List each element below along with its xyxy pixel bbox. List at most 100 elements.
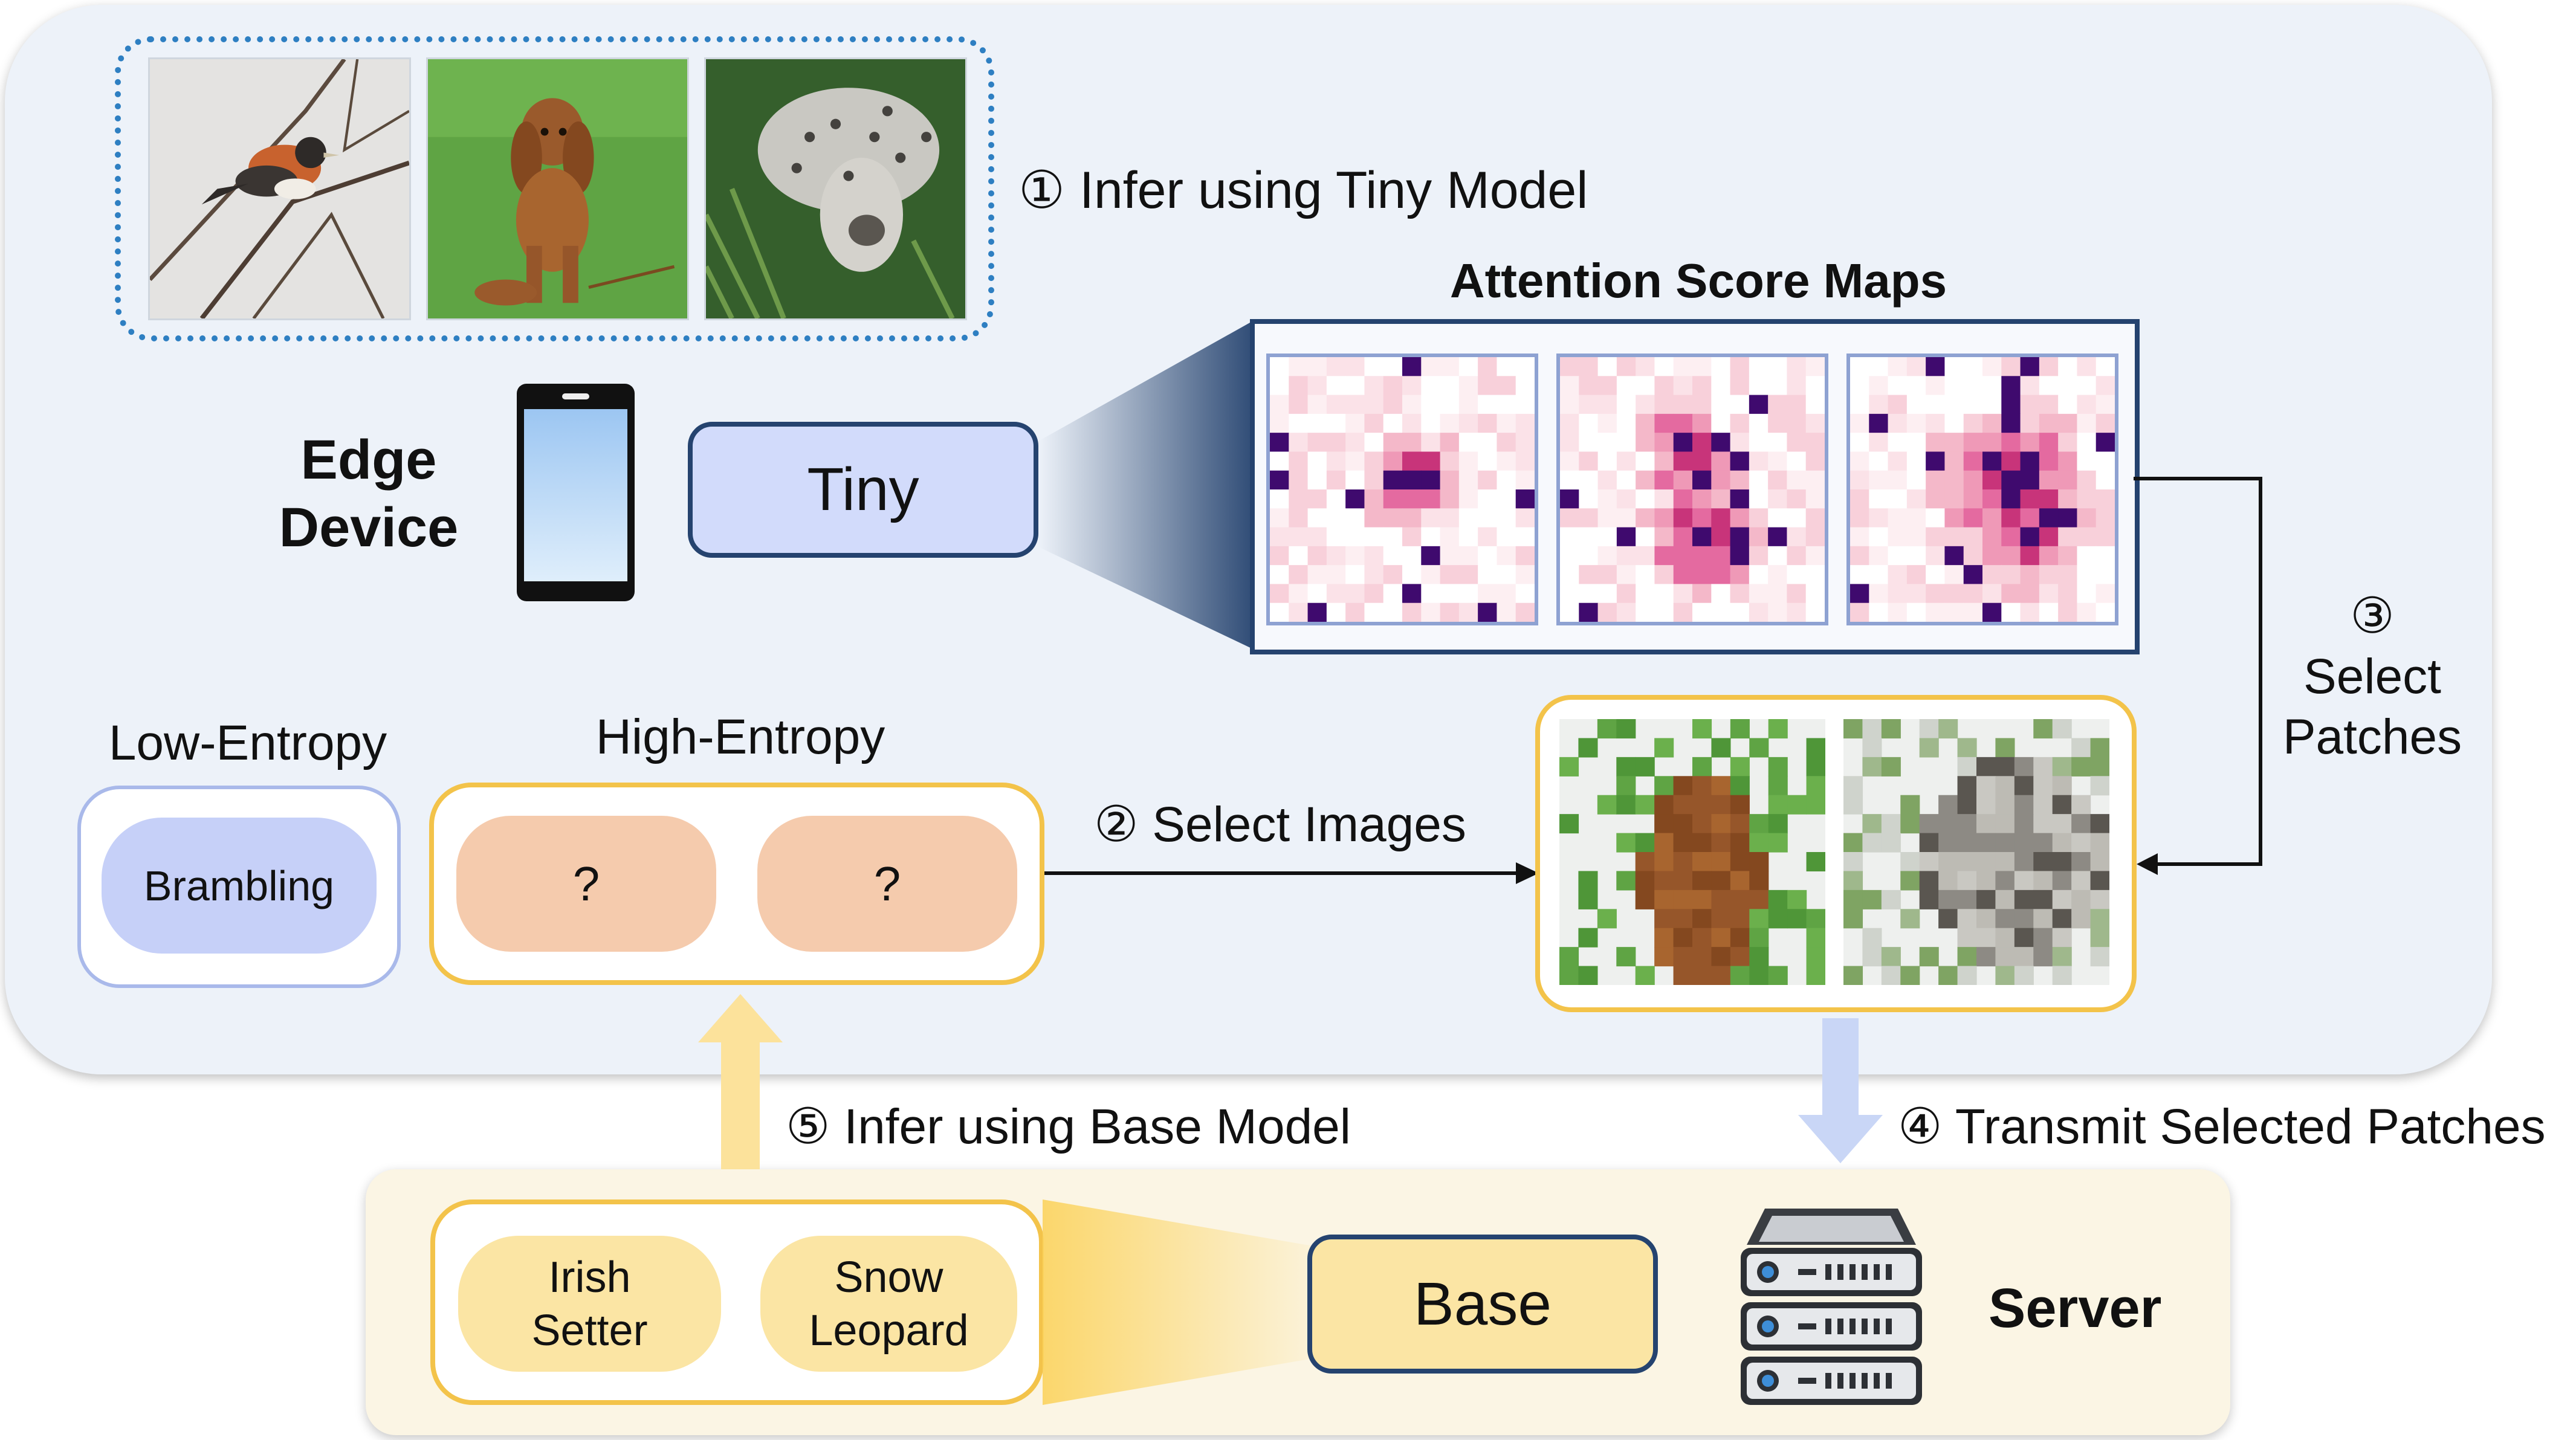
attention-cell <box>1654 584 1674 604</box>
image-patch <box>2033 852 2053 872</box>
attention-cell <box>1926 508 1946 528</box>
image-patch <box>1616 776 1636 796</box>
image-patch <box>1711 871 1731 891</box>
image-patch <box>1938 890 1958 909</box>
image-patch <box>1654 738 1674 758</box>
image-patch <box>2014 871 2034 891</box>
image-patch <box>1749 947 1769 967</box>
attention-cell <box>2077 602 2097 622</box>
image-patch <box>1976 795 1996 815</box>
attention-cell <box>1458 413 1478 433</box>
image-patch <box>1995 871 2015 891</box>
attention-cell <box>1383 433 1403 453</box>
image-patch <box>1711 928 1731 948</box>
attention-cell <box>1270 527 1289 547</box>
attention-cell <box>2077 489 2097 509</box>
attention-cell <box>2077 433 2097 453</box>
image-patch <box>1976 852 1996 872</box>
image-patch <box>1673 814 1693 834</box>
attention-cell <box>1289 489 1309 509</box>
attention-cell <box>1692 508 1712 528</box>
image-patch <box>1711 795 1731 815</box>
attention-cell <box>1478 357 1498 376</box>
image-patch <box>2033 928 2053 948</box>
attention-cell <box>1326 395 1346 415</box>
image-patch <box>2014 890 2034 909</box>
attention-cell <box>1654 546 1674 566</box>
attention-cell <box>1654 527 1674 547</box>
attention-cell <box>1673 584 1693 604</box>
image-patch <box>1635 966 1655 986</box>
image-patch <box>1843 719 1863 739</box>
attention-cell <box>1515 357 1535 376</box>
image-patch <box>1976 757 1996 777</box>
attention-cell <box>1636 357 1655 376</box>
attention-cell <box>1560 565 1579 585</box>
attention-cell <box>1944 584 1964 604</box>
attention-cell <box>1497 527 1516 547</box>
attention-cell <box>1421 584 1441 604</box>
attention-cell <box>1307 470 1327 490</box>
attention-cell <box>1579 376 1599 396</box>
image-patch <box>1711 776 1731 796</box>
attention-cell <box>1478 584 1498 604</box>
image-patch <box>1806 738 1826 758</box>
attention-cell <box>1749 451 1769 471</box>
attention-cell <box>1869 376 1889 396</box>
image-patch <box>1559 966 1579 986</box>
attention-cell <box>1768 413 1788 433</box>
attention-cell <box>1497 602 1516 622</box>
attention-cell <box>1458 451 1478 471</box>
image-patch <box>1806 947 1826 967</box>
attention-cell <box>2095 395 2115 415</box>
attention-cell <box>1926 451 1946 471</box>
attention-cell <box>1421 508 1441 528</box>
attention-cell <box>1421 433 1441 453</box>
attention-cell <box>2001 508 2021 528</box>
attention-cell <box>2095 433 2115 453</box>
attention-cell <box>2039 508 2059 528</box>
image-patch <box>1957 909 1977 929</box>
step3-number: ③ <box>2350 589 2395 644</box>
attention-cell <box>1326 413 1346 433</box>
image-patch <box>1768 890 1788 909</box>
attention-cell <box>2077 451 2097 471</box>
attention-cell <box>1711 565 1731 585</box>
image-patch <box>2071 738 2091 758</box>
image-patch <box>1749 871 1769 891</box>
high-entropy-item-2: ? <box>757 816 1017 952</box>
image-patch <box>2071 795 2091 815</box>
transmit-arrow <box>1798 1018 1883 1163</box>
image-patch <box>1635 871 1655 891</box>
attention-cell <box>1345 413 1365 433</box>
attention-cell <box>1458 395 1478 415</box>
image-patch <box>1976 814 1996 834</box>
attention-cell <box>1850 451 1869 471</box>
image-patch <box>1881 757 1901 777</box>
attention-cell <box>2095 357 2115 376</box>
image-patch <box>1957 776 1977 796</box>
image-patch <box>1976 890 1996 909</box>
attention-cell <box>2095 584 2115 604</box>
attention-cell <box>1926 376 1946 396</box>
attention-cell <box>1711 584 1731 604</box>
attention-cell <box>1805 584 1825 604</box>
attention-cell <box>1289 433 1309 453</box>
image-patch <box>1673 928 1693 948</box>
attention-cell <box>1692 413 1712 433</box>
attention-cell <box>1478 508 1498 528</box>
attention-cell <box>1560 546 1579 566</box>
attention-cell <box>1326 470 1346 490</box>
attention-cell <box>1926 527 1946 547</box>
image-patch <box>1881 814 1901 834</box>
attention-cell <box>1478 602 1498 622</box>
image-patch <box>1768 833 1788 853</box>
image-patch <box>1654 947 1674 967</box>
attention-cell <box>1421 565 1441 585</box>
image-patch <box>1957 890 1977 909</box>
image-patch <box>1995 947 2015 967</box>
attention-cell <box>2039 357 2059 376</box>
image-patch <box>2071 833 2091 853</box>
image-patch <box>1749 928 1769 948</box>
attention-cell <box>1579 395 1599 415</box>
